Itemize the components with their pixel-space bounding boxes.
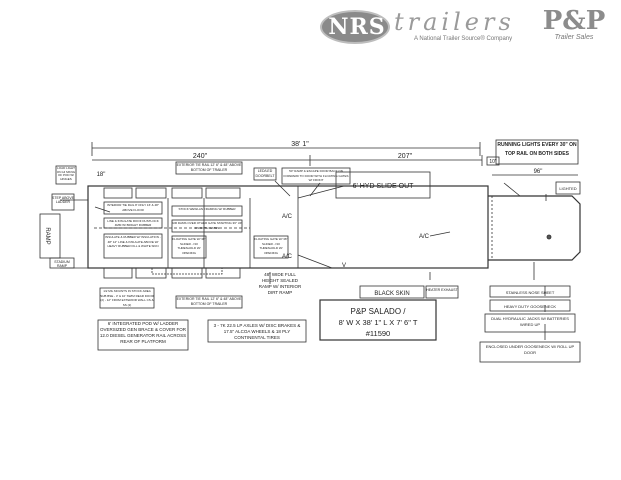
sealed-ramp-label: 48" WIDE FULL HEIGHT SEALED RAMP W/ INTE… [258,272,302,295]
exhaust-label: HEATER EXHAUST [426,288,458,292]
stainless-nose-box [489,285,571,298]
overall-length-label: 38' 1" [291,141,309,148]
insulate-rubber-box [103,233,163,259]
dim-240-label: 240" [193,153,208,160]
ramp-label: RAMP [44,227,50,244]
ten-box [486,156,500,166]
exhaust-box [425,285,459,299]
step-label: STEP ABOVE LADDER [52,196,74,204]
floating-gate1-box [171,235,207,259]
insulate-rubber-label: INSULATE & RUBBER W/ INSULATION - 48" 12… [105,235,161,248]
ac-label-2: A/C [282,254,293,260]
load-light-label: LOAD LIGHT ON HI MKNG OF POD W/ HINGES [56,166,76,181]
trailers-logo-text: trailers [394,8,515,36]
line-reinf-label: LINE & INSULATE ROOF DUSTLOCK 4MM W/ BRI… [107,219,159,227]
stock-wall-label: STOCK WEWLAN FRAMING W/ RUBBER [178,207,236,211]
slide-out-outline [335,171,431,199]
stock-wall-box [171,205,243,217]
title-line1: P&P SALADO / [351,307,407,316]
heavy-duty-gn-box [489,299,571,312]
ext-tie-bottom-label: EXTERIOR TIE RAIL 12' 6" & 48" ABOVE BOT… [176,297,242,306]
pod-ladder-label: 6' INTEGRATED POD W/ LADDER OVERSIZED GE… [99,321,187,344]
pod-ladder-box [97,319,189,351]
stadium-box [49,257,75,269]
floating-gate2-label: FLOATING GATE W/ 36" SLIDER - NO THRESHO… [254,237,288,255]
dim-207-label: 207" [398,153,413,160]
stainless-nose-label: STAINLESS NOSE SHEET [506,290,555,295]
led-box [253,167,277,181]
ext-tie-top-box [175,161,243,175]
interior-tie-label: INTERIOR TIE RAIL 8' ONLY 16' & 48" ABOV… [107,203,159,212]
pp-logo-text: P&P [542,6,606,36]
led-label: LED/LED DOORBELT [255,169,275,178]
air-dams-label: AIR DAMS OVER OTHER GATE STARTING 36" UP… [172,221,242,230]
title-box [319,299,437,341]
ext-tie-bottom-box [175,295,243,309]
stadium-label: STADIUM RAMP [54,260,70,268]
v-label: V [342,263,346,269]
dim-10-label: 10" [489,159,497,165]
gooseneck-outline [488,195,581,261]
nrs-logo-text: NRS [328,14,386,40]
step-box [51,193,75,211]
black-skin-label: BLACK SKIN [374,291,409,297]
dual-jacks-label: DUAL HYDRAULIC JACKS W/ BATTERIES WIRED … [491,316,569,327]
axles-box [207,319,307,343]
title-line2: 8' W X 38' 1" L X 7' 6" T [339,318,418,327]
axles-label: 3 - 7K 22.5 LP AXLES W/ DISC BRAKES & 17… [213,323,301,340]
line-reinf-box [103,217,163,229]
black-skin-box [359,285,425,299]
heavy-duty-gn-label: HEAVY DUTY GOOSENECK [504,304,556,309]
pp-logo-subtext: Trailer Sales [554,34,594,41]
pp-logo: P&P Trailer Sales [534,4,614,48]
logo-tagline: A National Trailer Source® Company [414,36,513,42]
stall-notes-label: 1/2 MIL MOUNTS IN STOCK AREA SUB BSE - 3… [100,289,154,307]
running-lights-box [495,139,579,165]
ac-label-3: A/C [419,234,430,240]
ac-label-1: A/C [282,214,293,220]
floating-gate2-box [253,235,289,259]
interior-tie-box [103,201,163,215]
dim-96-label: 96" [534,169,543,175]
lighted-label: LIGHTED [559,186,576,191]
ext-tie-top-label: EXTERIOR TIE RAIL 12' 6" & 48" ABOVE BOT… [176,163,242,172]
running-lights-label: RUNNING LIGHTS EVERY 30" ON TOP RAIL ON … [497,142,577,157]
dim-18-label: 18" [97,172,106,178]
ramp-escape-label: 50" RAMP & ESCAPE DOOR BACK ON FORWARD T… [283,169,349,182]
hyd-slide-label: 6' HYD SLIDE OUT [353,183,415,190]
lighted-box [555,181,581,195]
load-light-box [55,165,77,185]
enclosed-gn-box [479,341,581,363]
dual-jacks-box [484,313,576,333]
air-dams-box [171,219,243,233]
brand-logo: NRS trailers A National Trailer Source® … [318,6,618,48]
nrs-logo: NRS [320,10,390,44]
trailer-body-outline [87,185,489,269]
title-line3: #11590 [366,329,390,338]
ramp-escape-box [281,167,351,185]
stall-notes-box [99,287,155,309]
kingpin-marker [546,234,552,240]
enclosed-gn-label: ENCLOSED UNDER GOOSENECK W/ ROLL UP DOOR [485,344,575,355]
floating-gate1-label: FLOATING GATE W/ 36" SLIDER - NO THRESHO… [172,237,206,255]
